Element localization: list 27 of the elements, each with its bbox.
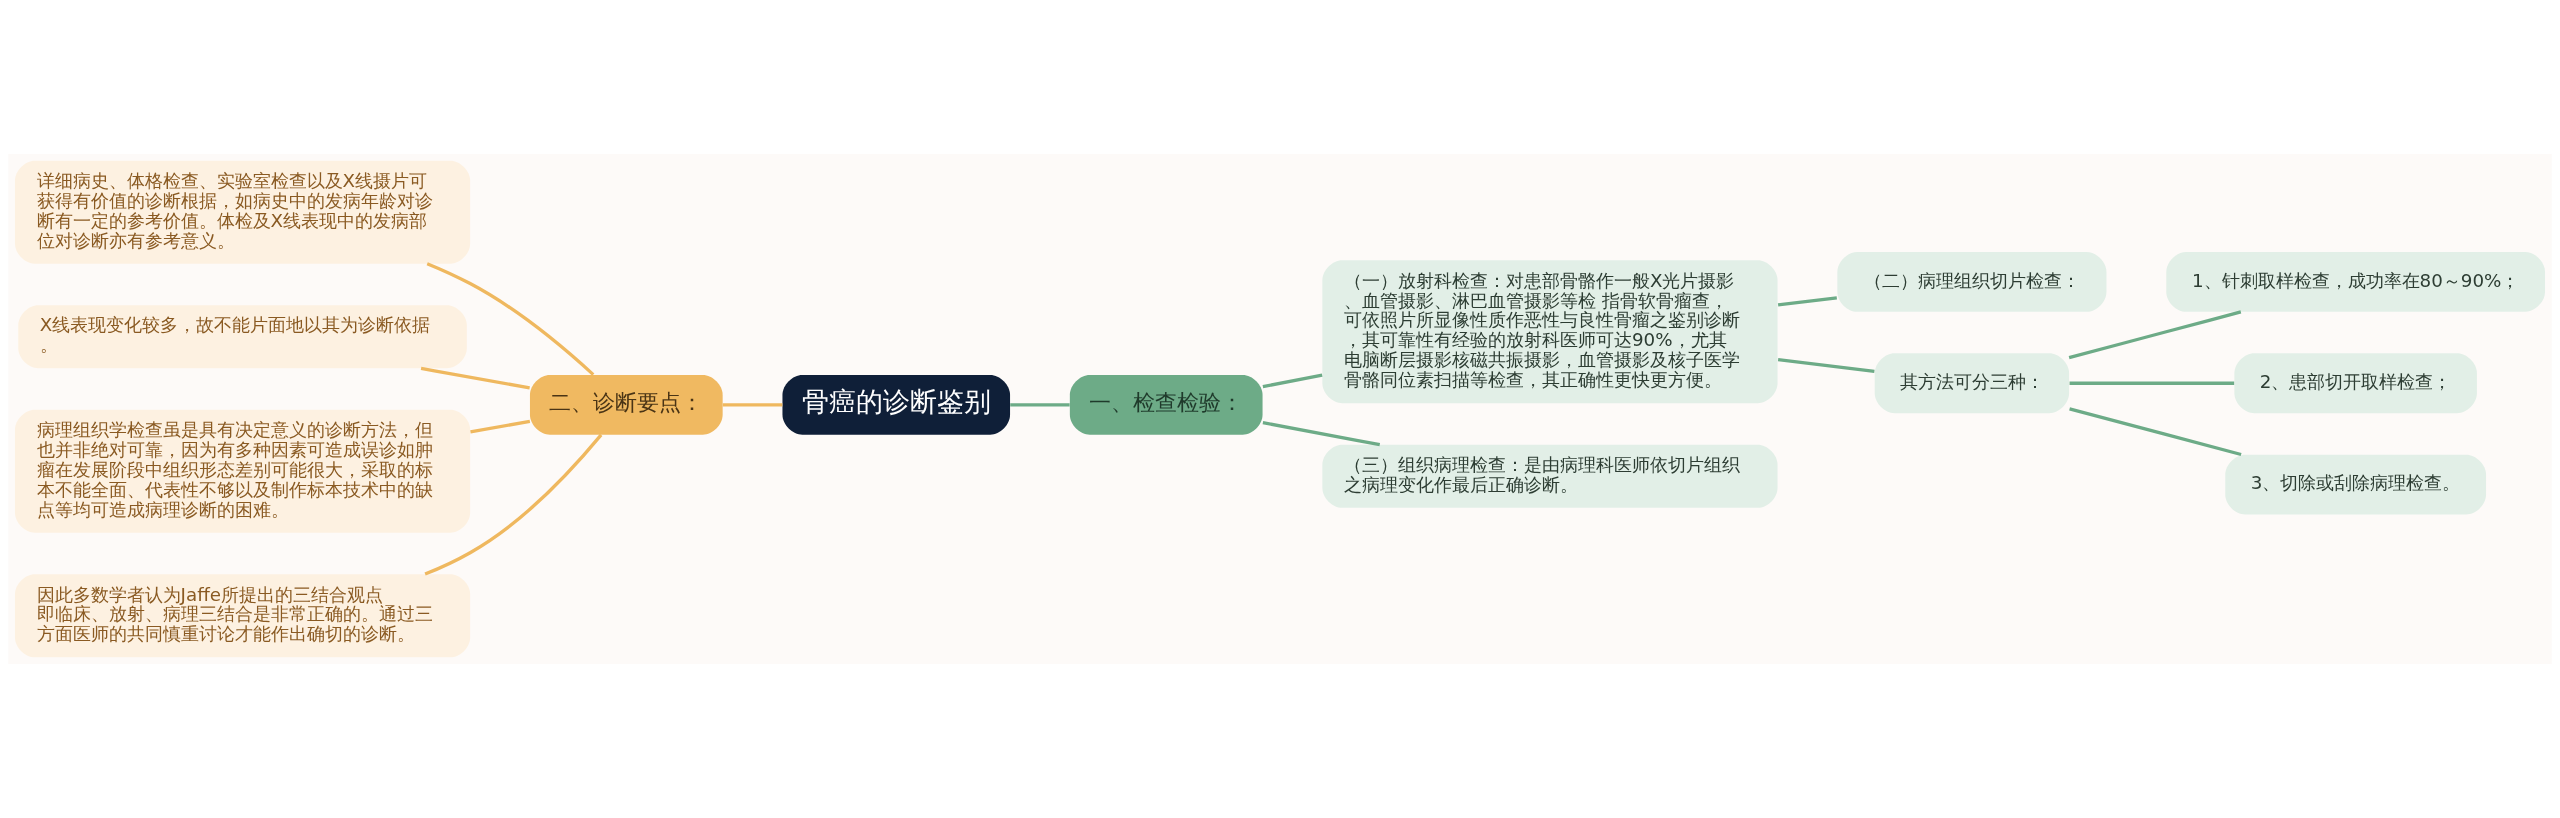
connector bbox=[420, 366, 530, 390]
node-box: 1、针刺取样检查，成功率在80～90%； bbox=[2166, 252, 2546, 312]
node-box: 骨癌的诊断鉴别 bbox=[782, 374, 1011, 435]
node-box: （三）组织病理检查：是由病理科医师依切片组织之病理变化作最后正确诊断。 bbox=[1322, 444, 1778, 508]
connector bbox=[470, 419, 531, 434]
connector bbox=[426, 262, 595, 376]
node-box: 一、检查检验： bbox=[1069, 374, 1263, 435]
node-box: 3、切除或刮除病理检查。 bbox=[2225, 454, 2487, 515]
node-box: 详细病史、体格检查、实验室检查以及X线摄片可获得有价值的诊断根据，如病史中的发病年龄对诊断有一定的参考价值。体检及X线表现中的发病部位对诊断亦有参考意义。 bbox=[14, 160, 471, 264]
node-box: 二、诊断要点： bbox=[529, 374, 723, 435]
connector bbox=[2068, 310, 2242, 360]
node-box: 2、患部切开取样检查； bbox=[2234, 353, 2477, 414]
node-box: X线表现变化较多，故不能片面地以其为诊断依据。 bbox=[18, 305, 467, 369]
node-box: （二）病理组织切片检查： bbox=[1837, 252, 2107, 312]
connector bbox=[1262, 373, 1323, 389]
connector bbox=[1010, 403, 1070, 407]
connector bbox=[2069, 407, 2242, 457]
connector bbox=[1777, 296, 1837, 307]
connector bbox=[424, 433, 603, 576]
connector bbox=[1777, 357, 1875, 374]
connector bbox=[1262, 421, 1381, 447]
node-box: 因此多数学者认为Jaffe所提出的三结合观点即临床、放射、病理三结合是非常正确的。通过三方面医师的共同慎重讨论才能作出确切的诊断。 bbox=[14, 574, 471, 658]
node-box: 其方法可分三种： bbox=[1874, 353, 2070, 414]
connector bbox=[722, 403, 783, 407]
connector bbox=[2069, 381, 2235, 385]
node-box: 病理组织学检查虽是具有决定意义的诊断方法，但也并非绝对可靠，因为有多种因素可造成误诊如肿瘤在发展阶段中组织形态差别可能很大，采取的标本不能全面、代表性不够以及制作标本技术中的缺点等均可造成病理诊断的困难。 bbox=[14, 409, 471, 533]
node-box: （一）放射科检查：对患部骨骼作一般X光片摄影、血管摄影、淋巴血管摄影等检 指骨软骨瘤查，可依照片所显像性质作恶性与良性骨瘤之鉴别诊断，其可靠性有经验的放射科医师可达90%，尤其电脑断层摄影核磁共振摄影，血管摄影及核子医学骨骼同位素扫描等检查，其正确性更快更方便。 bbox=[1322, 260, 1778, 404]
